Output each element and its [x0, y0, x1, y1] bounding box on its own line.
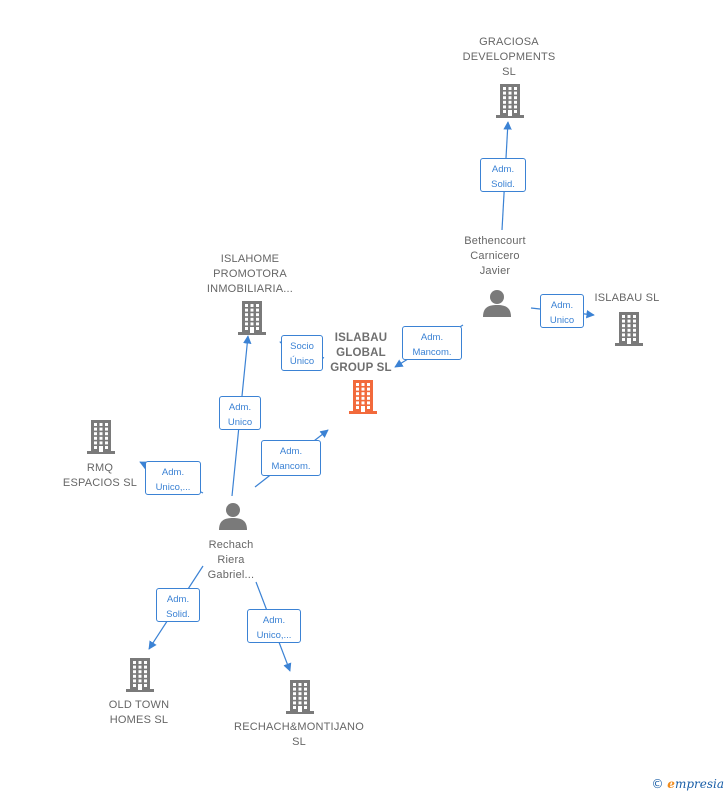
node-label-line: RMQ: [86, 462, 114, 474]
node-label-line: Carnicero: [470, 250, 520, 262]
building-icon: [238, 301, 266, 335]
node-icon[interactable]: [237, 300, 267, 341]
node-label[interactable]: GRACIOSA DEVELOPMENTS SL: [449, 35, 569, 80]
edge-role-text: Mancom.: [412, 347, 452, 358]
node-icon[interactable]: [86, 419, 116, 460]
edge-role-text: Único: [289, 356, 315, 367]
node-icon[interactable]: [614, 311, 644, 352]
edge-role-text: Adm.: [262, 615, 286, 626]
edge-role-label[interactable]: Adm. Solid.: [156, 588, 200, 622]
building-icon: [496, 84, 524, 118]
edge-role-text: Socio: [290, 341, 314, 352]
edge-role-text: Unico,...: [256, 630, 292, 641]
edge-role-text: Adm.: [279, 446, 303, 457]
node-label-line: GROUP SL: [330, 362, 392, 374]
edge-role-text: Unico: [227, 417, 253, 428]
edge-role-text: Unico: [549, 315, 575, 326]
edge-role-text: Solid.: [166, 609, 190, 620]
node-label[interactable]: ISLABAU SL: [582, 291, 672, 306]
edge-role-label[interactable]: Adm. Mancom.: [261, 440, 321, 476]
edge-role-label[interactable]: Adm. Unico,...: [145, 461, 201, 495]
person-icon: [219, 503, 247, 530]
edge-role-label[interactable]: Adm. Solid.: [480, 158, 526, 192]
copyright-symbol: ©: [651, 777, 664, 791]
node-label[interactable]: RMQ ESPACIOS SL: [45, 461, 155, 491]
node-label-line: GLOBAL: [336, 347, 386, 359]
node-label-line: SL: [502, 66, 516, 78]
node-label-line: RECHACH&MONTIJANO: [234, 721, 364, 733]
node-label-line: Bethencourt: [464, 235, 526, 247]
edge-role-text: Adm.: [420, 332, 444, 343]
edge-role-label[interactable]: Adm. Mancom.: [402, 326, 462, 360]
node-label-line: ISLABAU SL: [594, 292, 660, 304]
edge-role-text: Mancom.: [271, 461, 311, 472]
node-label-line: PROMOTORA: [213, 268, 287, 280]
node-label-line: ISLAHOME: [220, 253, 280, 265]
edge-role-label[interactable]: Adm. Unico: [540, 294, 584, 328]
node-label-line: Javier: [479, 265, 511, 277]
node-label-line: Gabriel...: [207, 569, 255, 581]
edge-role-text: Solid.: [491, 179, 515, 190]
building-icon: [349, 380, 377, 414]
node-icon[interactable]: [285, 679, 315, 720]
brand-name: mpresia: [674, 777, 724, 791]
node-icon[interactable]: [482, 288, 512, 323]
building-icon: [126, 658, 154, 692]
edge-role-text: Adm.: [550, 300, 574, 311]
node-label[interactable]: ISLABAU GLOBAL GROUP SL: [316, 331, 406, 376]
edge-role-label[interactable]: Adm. Unico: [219, 396, 261, 430]
edge-role-text: Adm.: [228, 402, 252, 413]
building-icon: [615, 312, 643, 346]
node-label-line: GRACIOSA: [479, 36, 539, 48]
node-label-line: ESPACIOS SL: [62, 477, 138, 489]
empresia-logo[interactable]: © empresia: [651, 777, 724, 791]
building-icon: [286, 680, 314, 714]
node-label-line: ISLABAU: [334, 332, 388, 344]
edge-role-text: Adm.: [161, 467, 185, 478]
node-label[interactable]: RECHACH&MONTIJANO SL: [224, 720, 374, 750]
node-label[interactable]: OLD TOWN HOMES SL: [94, 698, 184, 728]
building-icon: [87, 420, 115, 454]
node-icon[interactable]: [125, 657, 155, 698]
edge-role-text: Unico,...: [155, 482, 191, 493]
node-icon[interactable]: [495, 83, 525, 124]
brand-initial: e: [667, 777, 675, 791]
edge-role-text: Adm.: [166, 594, 190, 605]
node-icon[interactable]: [218, 501, 248, 536]
node-label-line: SL: [292, 736, 306, 748]
node-label-line: OLD TOWN: [108, 699, 170, 711]
edge-role-text: Adm.: [491, 164, 515, 175]
node-label-line: DEVELOPMENTS: [462, 51, 556, 63]
node-icon[interactable]: [348, 379, 378, 420]
edge-role-label[interactable]: Adm. Unico,...: [247, 609, 301, 643]
person-icon: [483, 290, 511, 317]
node-label-line: Riera: [217, 554, 245, 566]
node-label-line: INMOBILIARIA...: [206, 283, 294, 295]
node-label[interactable]: ISLAHOME PROMOTORA INMOBILIARIA...: [190, 252, 310, 297]
node-label-line: Rechach: [208, 539, 254, 551]
node-label-line: HOMES SL: [109, 714, 169, 726]
